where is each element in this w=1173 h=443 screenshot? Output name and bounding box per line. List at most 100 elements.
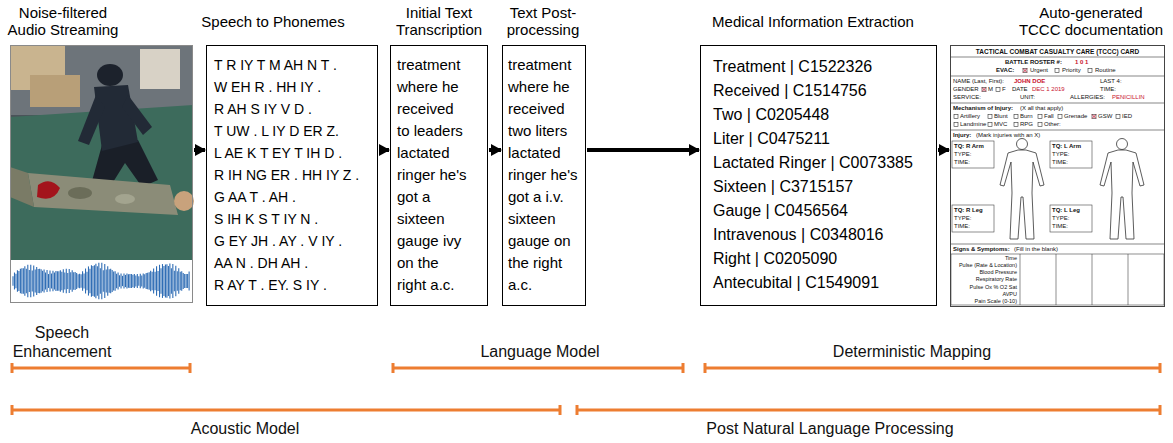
waveform-bar bbox=[63, 269, 64, 293]
tq-box bbox=[1050, 141, 1092, 168]
form-field: Blunt bbox=[994, 113, 1008, 120]
waveform-bar bbox=[109, 269, 110, 292]
box-text: Intravenous | C0348016 bbox=[713, 223, 924, 247]
form-field: Pulse (Rate & Location) bbox=[953, 262, 1017, 268]
waveform-bar bbox=[70, 272, 71, 289]
waveform-bar bbox=[100, 268, 101, 294]
waveform-bar bbox=[131, 274, 132, 288]
waveform-bar bbox=[51, 274, 52, 289]
waveform-bar bbox=[125, 275, 126, 287]
waveform-bar bbox=[155, 272, 156, 291]
waveform-bar bbox=[44, 270, 45, 293]
box-text: Treatment | C1522326 bbox=[713, 55, 924, 79]
form-field: ALLERGIES: bbox=[1070, 94, 1105, 101]
bracket bbox=[393, 363, 683, 373]
flow-arrow bbox=[194, 148, 205, 152]
tq-box bbox=[1050, 205, 1092, 232]
form-field: 1 0 1 bbox=[1075, 59, 1088, 66]
waveform-bar bbox=[42, 271, 43, 291]
form-field: Urgent bbox=[1030, 67, 1048, 74]
box-text: G AA T . AH . bbox=[214, 186, 371, 208]
waveform-bar bbox=[129, 274, 130, 288]
form-field: GSW bbox=[1098, 113, 1112, 120]
waveform-bar bbox=[150, 271, 151, 292]
waveform-bar bbox=[120, 274, 121, 289]
form-field: F bbox=[1002, 86, 1006, 93]
waveform-bar bbox=[177, 271, 178, 291]
checkbox bbox=[1014, 115, 1018, 119]
waveform-bar bbox=[46, 270, 47, 292]
waveform-bar bbox=[66, 269, 67, 293]
waveform-bar bbox=[64, 273, 65, 290]
box-text: W EH R . HH IY . bbox=[214, 76, 371, 98]
waveform-bar bbox=[24, 266, 25, 296]
box-text: Received | C1514756 bbox=[713, 79, 924, 103]
waveform-bar bbox=[61, 272, 62, 291]
photo-camo-spot bbox=[115, 194, 135, 204]
photo-casualty-head bbox=[174, 191, 194, 211]
waveform-bar bbox=[174, 271, 175, 291]
photo-crates bbox=[30, 75, 80, 107]
bracket bbox=[12, 363, 190, 373]
waveform-bar bbox=[163, 266, 164, 296]
waveform-bar bbox=[30, 265, 31, 298]
waveform-bar bbox=[72, 270, 73, 292]
waveform-bar bbox=[116, 274, 117, 289]
form-field: Priority bbox=[1062, 67, 1081, 74]
box-text: Liter | C0475211 bbox=[713, 127, 924, 151]
box-text: treatment where he received to leaders l… bbox=[397, 54, 468, 296]
form-field: TYPE: bbox=[1052, 151, 1069, 158]
box-text: R AH S IY V D . bbox=[214, 98, 371, 120]
form-field: TIME: bbox=[1052, 223, 1068, 230]
column-heading: Initial Text Transcription bbox=[391, 2, 487, 40]
card-rule bbox=[950, 57, 1165, 58]
waveform-bar bbox=[137, 274, 138, 288]
waveform-bar bbox=[78, 274, 79, 287]
photo-soldier bbox=[122, 95, 152, 135]
waveform-bar bbox=[147, 273, 148, 290]
photo-soldier bbox=[78, 95, 105, 145]
form-field: TYPE: bbox=[954, 215, 971, 222]
body-head bbox=[1017, 139, 1028, 150]
waveform-bar bbox=[48, 274, 49, 288]
form-field: JOHN DOE bbox=[1014, 78, 1045, 85]
audio-photo bbox=[10, 45, 194, 303]
checkbox bbox=[1038, 115, 1042, 119]
waveform-bar bbox=[27, 265, 28, 297]
form-field: (X all that apply) bbox=[1020, 105, 1063, 112]
form-field: AVPU bbox=[953, 291, 1017, 297]
waveform-bar bbox=[39, 269, 40, 293]
box-text: Right | C0205090 bbox=[713, 247, 924, 271]
form-field: Burn bbox=[1020, 113, 1033, 120]
checkbox bbox=[1023, 69, 1027, 73]
body-outlines bbox=[1000, 139, 1144, 240]
waveform-bar bbox=[162, 264, 163, 298]
box-text: G EY JH . AY . V IY . bbox=[214, 230, 371, 252]
checkbox bbox=[996, 88, 1000, 92]
audio-waveform bbox=[13, 263, 189, 300]
waveform-bar bbox=[92, 266, 93, 296]
waveform-bar bbox=[41, 269, 42, 293]
waveform-bar bbox=[60, 270, 61, 292]
table-column bbox=[1092, 254, 1093, 305]
form-field: Blood Pressure bbox=[953, 269, 1017, 275]
form-field: TQ: L Leg bbox=[1052, 207, 1080, 214]
waveform-bar bbox=[122, 276, 123, 286]
photo-blood bbox=[37, 181, 60, 199]
audio-panel: Noise-filtered Audio Streaming bbox=[10, 45, 193, 303]
body-head bbox=[1117, 139, 1128, 150]
flow-arrow bbox=[938, 148, 949, 152]
box-text: T R IY T M AH N T . bbox=[214, 54, 371, 76]
checkbox bbox=[1014, 123, 1018, 127]
form-field: LAST 4: bbox=[1100, 78, 1122, 85]
table-column bbox=[1056, 254, 1057, 305]
waveform-bar bbox=[152, 272, 153, 290]
waveform-ground bbox=[10, 260, 193, 303]
stage-label: Language Model bbox=[440, 342, 640, 361]
extraction-box: Medical Information ExtractionTreatment … bbox=[700, 45, 937, 306]
photo-casualty bbox=[28, 173, 178, 215]
waveform-bar bbox=[104, 264, 105, 298]
checkboxes bbox=[954, 69, 1120, 127]
waveform-bar bbox=[123, 274, 124, 289]
